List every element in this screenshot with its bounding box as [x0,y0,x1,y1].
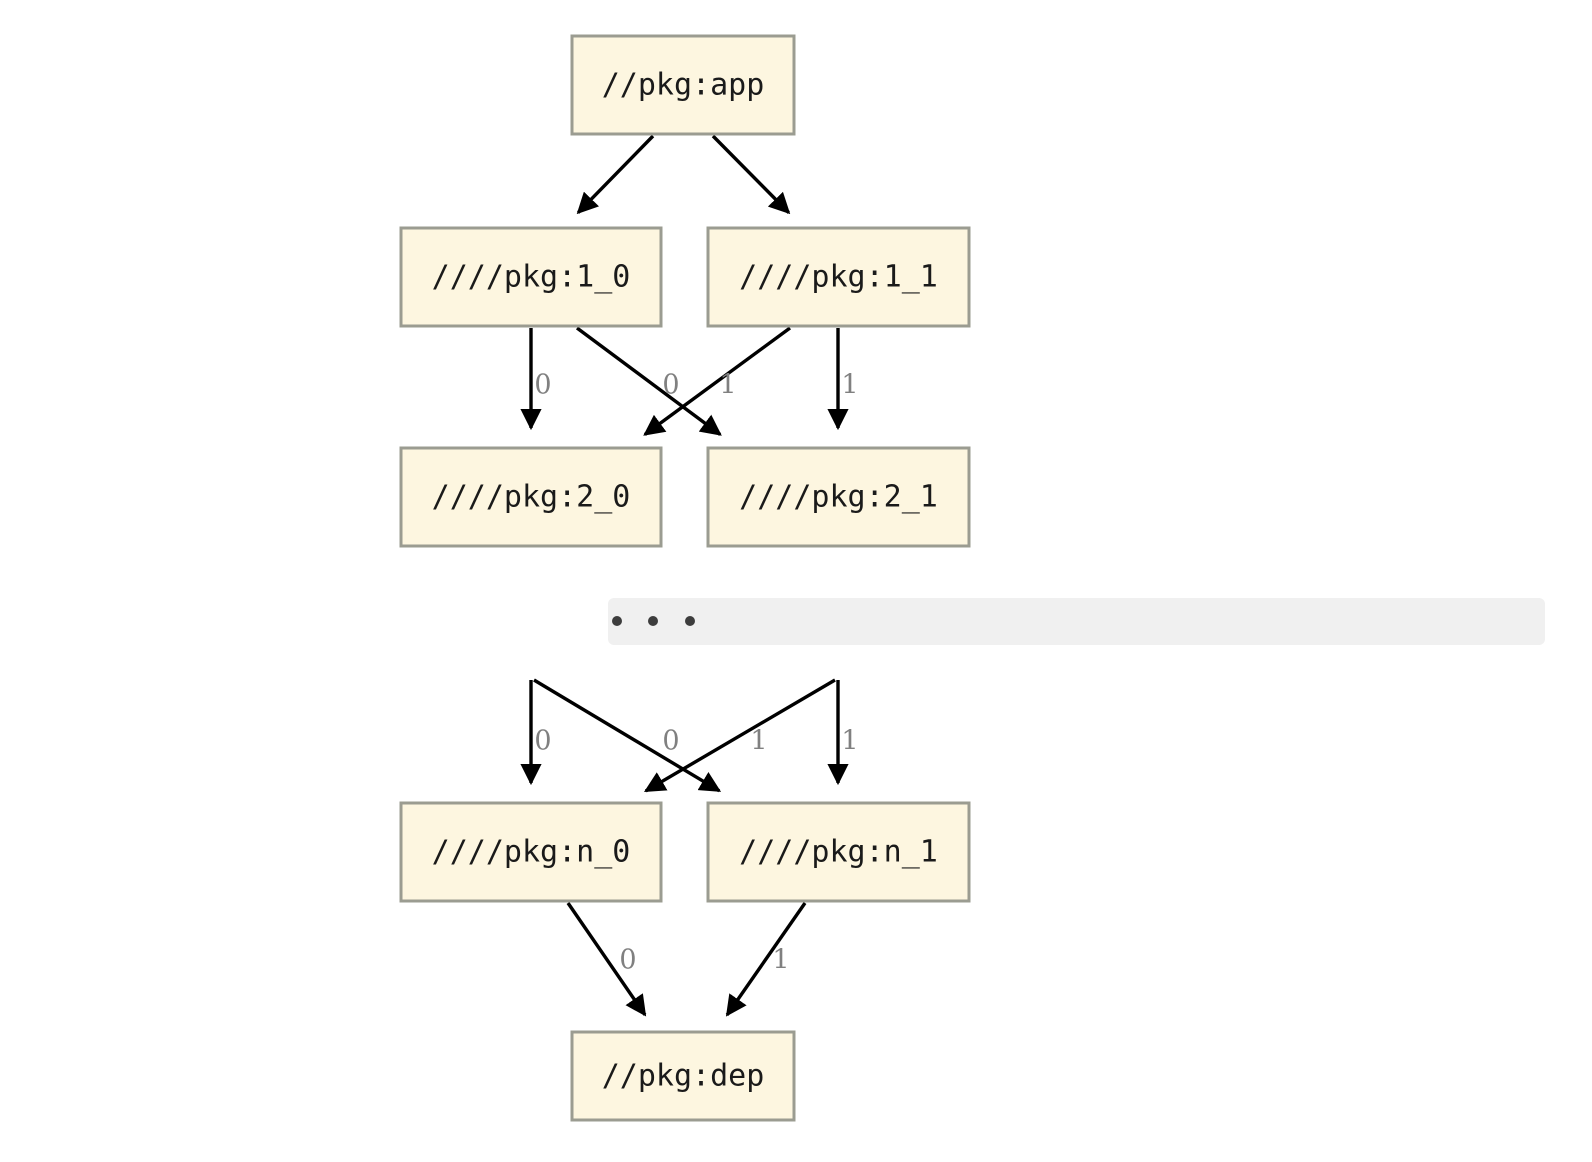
node-n1_1[interactable]: ////pkg:1_1 [706,226,971,328]
edge-label-1_0-2_1: 0 [662,370,679,401]
edge-label-hidden2-n_0: 1 [750,726,767,757]
node-dep[interactable]: //pkg:dep [570,1030,796,1122]
node-nn_1[interactable]: ////pkg:n_1 [706,801,971,903]
node-label-app: //pkg:app [602,68,765,103]
edge-label-hidden-n_0: 0 [534,726,551,757]
edge-n_0-dep [566,902,647,1017]
edge-label-n_1-dep: 1 [772,945,789,976]
edge-hidden-n_1 [533,678,722,793]
edge-1_1-2_0 [643,326,792,436]
node-n2_0[interactable]: ////pkg:2_0 [399,446,663,548]
node-box-n2_0[interactable] [399,446,663,548]
ellipsis-separator [608,598,1545,645]
node-n1_0[interactable]: ////pkg:1_0 [399,226,663,328]
ellipsis-band [608,598,1545,645]
ellipsis-dot [612,616,622,626]
node-app[interactable]: //pkg:app [570,34,796,136]
node-label-n1_1: ////pkg:1_1 [739,260,938,295]
node-box-n1_1[interactable] [706,226,971,328]
edge-label-n_0-dep: 0 [619,945,636,976]
ellipsis-dot [685,616,695,626]
node-label-n1_0: ////pkg:1_0 [432,260,631,295]
nodes-layer: //pkg:app ////pkg:1_0 ////pkg:1_1 ////pkg:2… [399,34,971,1122]
edge-label-1_0-2_0: 0 [534,370,551,401]
edges-layer: 0 0 1 1 0 0 1 1 0 1 [520,134,859,1017]
edge-label-1_1-2_0: 1 [719,370,736,401]
node-box-nn_1[interactable] [706,801,971,903]
node-box-app[interactable] [570,34,796,136]
edge-1_0-2_1 [575,326,722,436]
node-label-nn_0: ////pkg:n_0 [432,835,631,870]
node-box-nn_0[interactable] [399,801,663,903]
edge-n_1-dep [725,902,807,1017]
edge-label-hidden2-n_1: 1 [841,726,858,757]
node-box-n2_1[interactable] [706,446,971,548]
edge-app-1_1 [711,134,791,215]
node-label-n2_1: ////pkg:2_1 [739,480,938,515]
node-label-n2_0: ////pkg:2_0 [432,480,631,515]
node-box-n1_0[interactable] [399,226,663,328]
edge-label-hidden-n_1: 0 [662,726,679,757]
ellipsis-dot [648,616,658,626]
node-nn_0[interactable]: ////pkg:n_0 [399,801,663,903]
node-label-nn_1: ////pkg:n_1 [739,835,938,870]
node-n2_1[interactable]: ////pkg:2_1 [706,446,971,548]
edge-app-1_0 [576,134,655,215]
node-box-dep[interactable] [570,1030,796,1122]
edge-label-1_1-2_1: 1 [841,370,858,401]
edge-hidden2-n_0 [643,678,836,793]
node-label-dep: //pkg:dep [602,1059,765,1094]
